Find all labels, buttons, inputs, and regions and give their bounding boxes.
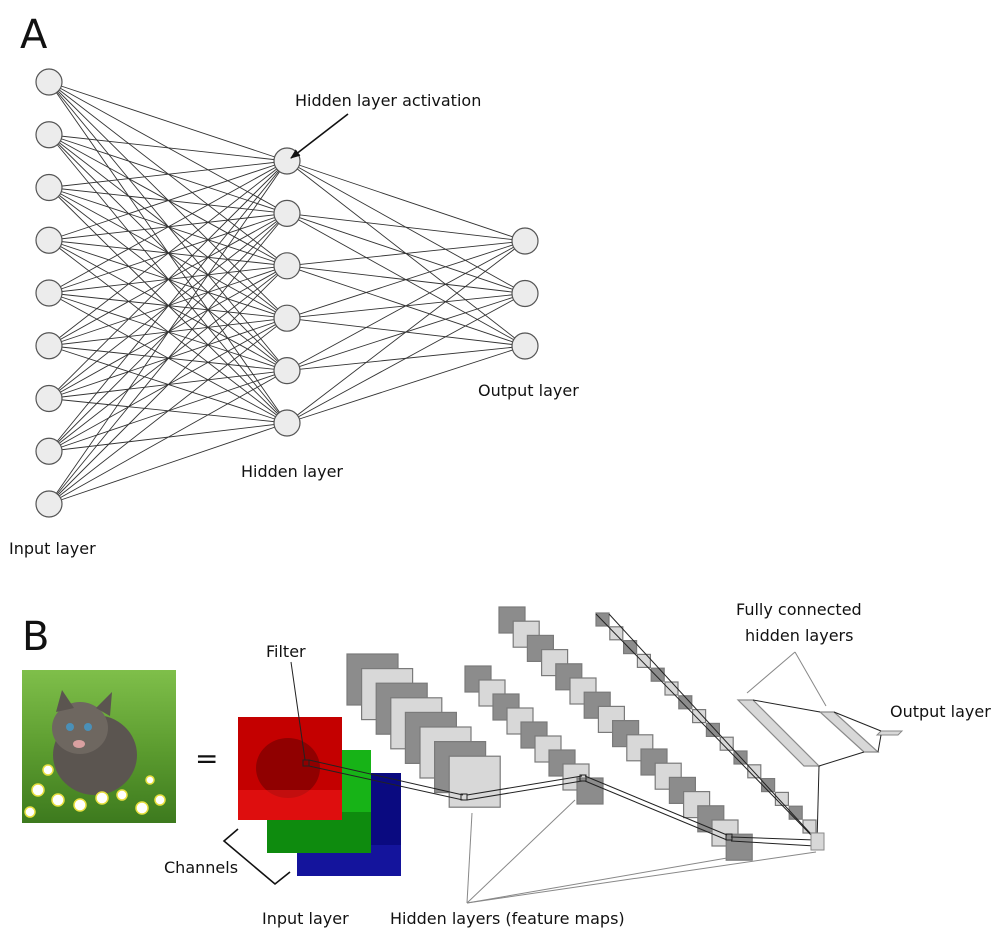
cnn-connections [308,613,816,847]
input-node-6 [35,384,63,413]
filter-box-map2 [579,774,587,782]
filter-pointer-line [290,661,306,761]
input-layer-label-b: Input layer [262,909,349,928]
fully-connected-label-line1: Fully connected [736,600,862,619]
input-layer-label: Input layer [9,539,96,558]
filter-box-map3 [725,833,733,841]
edge-input-8-hidden-1 [48,213,288,505]
edge-hidden-3-output-0 [286,240,526,319]
feature-stack-4-map-5 [664,681,679,696]
panel-b-letter: B [22,614,49,660]
edge-input-3-hidden-0 [48,160,288,241]
edge-input-8-hidden-0 [48,160,288,505]
kitten-image [22,670,176,823]
hidden-node-4 [273,357,301,385]
activation-label: Hidden layer activation [295,91,481,110]
fc-pointer-right [794,651,827,707]
edge-input-1-hidden-0 [48,134,288,162]
edge-input-7-hidden-0 [48,160,288,452]
output-node-0 [511,227,539,255]
edge-input-8-hidden-4 [48,370,288,505]
output-node-1 [511,279,539,308]
edge-input-4-hidden-0 [48,160,288,294]
feature-stack-2 [464,665,604,805]
filter-box-input [302,759,310,767]
activation-arrow [290,113,349,159]
feature-stack-3-map-10 [640,748,668,776]
feature-stack-3 [498,606,753,861]
hidden-layers-pointers [466,799,817,904]
output-layer-label-b: Output layer [890,702,991,721]
input-node-1 [35,121,63,149]
hidden-node-3 [273,304,301,332]
feature-stack-4-map-2 [622,639,638,655]
feature-map-stacks [346,606,817,861]
feature-stack-4-map-4 [650,667,665,682]
feature-stack-4-map-0 [595,612,610,627]
output-layer-label: Output layer [478,381,579,400]
input-node-5 [35,332,63,360]
network-nodes [35,68,539,518]
edge-input-0-hidden-0 [48,81,288,162]
feature-stack-4-map-6 [678,695,693,710]
feature-stack-4-map-12 [760,777,776,793]
edge-input-8-hidden-5 [48,422,288,505]
input-node-7 [35,437,63,465]
feature-stack-1-map-7 [448,755,501,808]
network-connections [48,81,526,505]
edge-input-5-hidden-0 [48,160,288,347]
panel-a-neural-network: A Hidden layer activation Hidden layer O… [9,12,579,558]
edge-hidden-4-output-0 [286,240,526,371]
feature-stack-2-map-1 [478,679,506,707]
equals-sign: = [195,742,218,775]
input-node-8 [35,490,63,518]
edge-hidden-2-output-0 [286,240,526,267]
feature-stack-4-map-1 [609,626,624,641]
input-node-2 [35,173,63,202]
edge-input-2-hidden-0 [48,160,288,188]
feature-stack-1 [346,653,501,808]
fully-connected-layers [736,699,904,851]
channels-bracket [222,828,291,886]
channels-label: Channels [164,858,238,877]
input-channels [238,717,401,876]
fc-pointer-left [746,651,796,694]
hidden-layers-label: Hidden layers (feature maps) [390,909,625,928]
hidden-node-1 [273,199,301,227]
hidden-layer-label: Hidden layer [241,462,343,481]
feature-stack-4-map-15 [802,819,817,834]
edge-input-6-hidden-0 [48,160,288,399]
hidden-node-5 [273,409,301,437]
hidden-node-0 [273,147,301,175]
feature-stack-3-map-16 [725,833,753,861]
feature-stack-4-map-9 [719,736,734,751]
edge-hidden-5-output-2 [286,345,526,424]
edge-hidden-1-output-0 [286,212,526,242]
edge-hidden-0-output-0 [286,160,526,242]
edge-hidden-5-output-1 [286,293,526,424]
input-node-4 [35,279,63,307]
edge-input-8-hidden-3 [48,317,288,505]
hidden-node-2 [273,252,301,280]
feature-stack-4-map-13 [774,791,790,807]
filter-box-map1 [460,793,468,801]
feature-stack-4-map-3 [636,653,652,669]
output-node-2 [511,332,539,360]
filter-label: Filter [266,642,306,661]
edge-input-8-hidden-2 [48,265,288,505]
input-node-3 [35,226,63,254]
panel-b-cnn: B = [22,600,991,928]
feature-stack-4-map-8 [705,722,721,738]
input-node-0 [35,68,63,96]
fully-connected-label-line2: hidden layers [745,626,853,645]
edge-hidden-5-output-0 [286,240,526,424]
panel-a-letter: A [20,12,48,58]
feature-stack-4-map-7 [691,708,707,724]
